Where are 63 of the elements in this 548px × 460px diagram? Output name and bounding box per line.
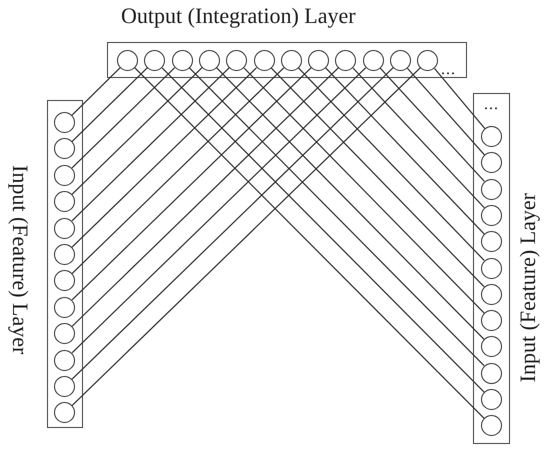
neuron-circle [54,402,75,424]
connection-line [72,67,202,195]
connection-line [380,68,485,182]
connection-line [325,68,485,234]
neuron-circle [117,50,138,71]
neuron-circle [335,50,356,71]
neuron-circle [481,284,502,305]
neuron-circle [481,415,502,436]
neuron-circle [481,258,502,278]
connection-line [72,67,257,248]
neuron-circle [54,350,75,371]
connection-line [72,67,421,406]
neuron-circle [198,50,220,71]
neuron-circle [481,126,502,147]
neuron-circle [481,362,502,384]
neuron-circle [172,50,193,71]
neuron-circle [481,389,502,410]
neuron-circle [54,138,75,160]
neuron-circle [54,112,75,133]
neuron-circle [144,50,166,71]
neuron-circle [54,270,75,292]
neuron-circle [54,323,75,344]
connection-line [72,67,312,300]
connection-line [270,68,485,288]
connection-line [216,68,485,340]
neuron-circle [308,50,330,71]
connection-line [72,67,175,168]
neuron-circle [481,336,502,358]
connection-line [407,68,485,156]
neuron-circle [54,164,75,186]
neuron-circle [54,218,75,239]
ellipsis-text: ... [484,97,499,113]
connection-line [72,67,394,380]
neuron-circle [481,231,502,252]
neuron-circle [54,244,75,265]
connection-line [244,68,485,314]
layer-title: Output (Integration) Layer [121,4,356,28]
neuron-circle [54,296,75,318]
connection-line [72,67,284,274]
layer-title: Input (Feature) Layer [516,193,540,382]
neuron-circle [481,310,502,332]
connection-line [72,67,148,142]
neuron-circle [254,50,274,71]
layer-title: Input (Feature) Layer [8,165,32,354]
connection-line [352,68,485,208]
connection-line [72,67,230,222]
neuron-circle [390,50,411,71]
neuron-circle [417,50,438,71]
connection-line [72,67,366,354]
neuron-circle [481,152,502,174]
connection-line [434,68,486,129]
connection-line [72,67,120,116]
neuron-circle [481,204,502,226]
neuron-circle [280,50,302,71]
connection-line [298,68,485,261]
connection-line [189,68,485,366]
connection-line [72,67,339,327]
neuron-circle [54,191,75,212]
neuron-circle [362,50,384,71]
neuron-circle [226,50,248,71]
ellipsis-text: ... [441,62,456,78]
neuron-circle [481,178,502,200]
neuron-circle [54,376,75,397]
